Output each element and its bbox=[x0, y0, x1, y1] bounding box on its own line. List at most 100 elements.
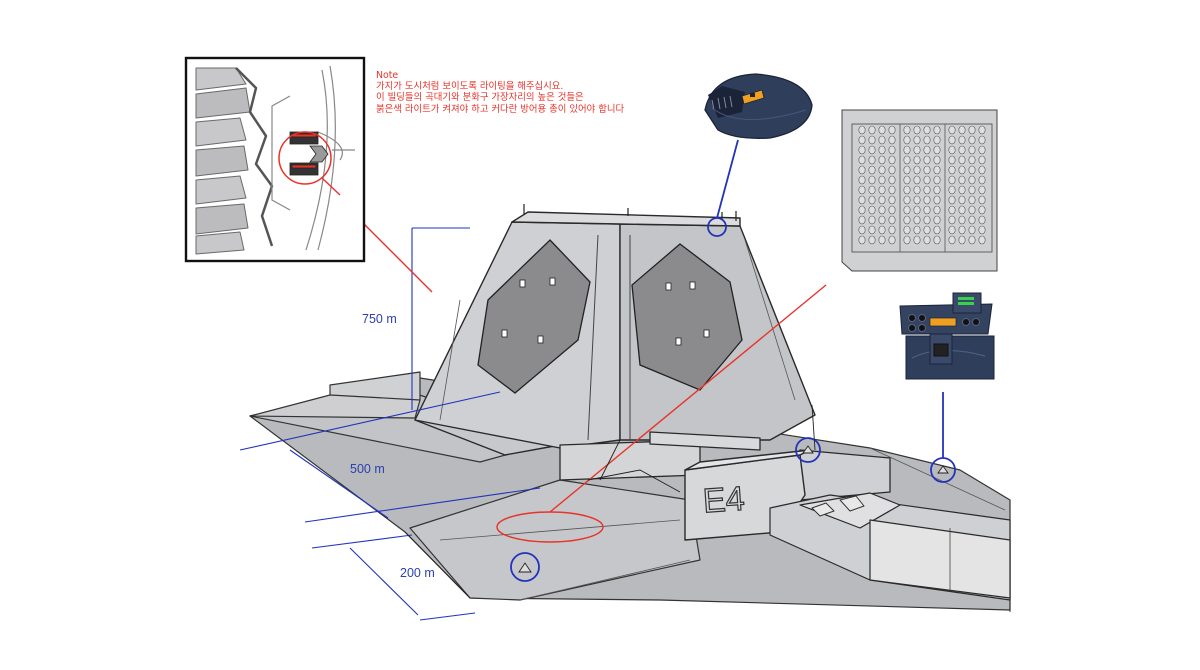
grid-window bbox=[868, 205, 876, 215]
grid-window bbox=[968, 175, 976, 185]
dimension-depth-label: 200 m bbox=[400, 566, 435, 580]
grid-window bbox=[878, 225, 886, 235]
grid-window bbox=[888, 205, 896, 215]
grid-window bbox=[858, 235, 866, 245]
note-annotation: Note 가지가 도시처럼 보이도록 라이팅을 해주십시요. 이 빌딩들의 곡대… bbox=[376, 70, 624, 115]
grid-window bbox=[913, 175, 921, 185]
grid-window bbox=[958, 125, 966, 135]
grid-window bbox=[923, 185, 931, 195]
grid-window bbox=[948, 145, 956, 155]
grid-window bbox=[933, 215, 941, 225]
grid-window bbox=[958, 195, 966, 205]
grid-window bbox=[933, 165, 941, 175]
grid-window bbox=[978, 205, 986, 215]
grid-window bbox=[913, 125, 921, 135]
grid-window bbox=[878, 215, 886, 225]
grid-window bbox=[888, 215, 896, 225]
grid-window bbox=[903, 225, 911, 235]
grid-window bbox=[933, 225, 941, 235]
grid-window bbox=[923, 125, 931, 135]
grid-window bbox=[978, 135, 986, 145]
grid-window bbox=[868, 195, 876, 205]
grid-window bbox=[868, 215, 876, 225]
grid-window bbox=[858, 175, 866, 185]
note-title: Note bbox=[376, 70, 399, 81]
red-annotations bbox=[319, 179, 827, 543]
grid-window bbox=[923, 215, 931, 225]
grid-window bbox=[968, 185, 976, 195]
grid-window bbox=[868, 125, 876, 135]
grid-window bbox=[978, 235, 986, 245]
grid-window bbox=[903, 235, 911, 245]
grid-window bbox=[968, 135, 976, 145]
grid-window bbox=[968, 155, 976, 165]
grid-window bbox=[968, 235, 976, 245]
grid-window bbox=[878, 155, 886, 165]
grid-window bbox=[888, 195, 896, 205]
grid-window bbox=[968, 205, 976, 215]
grid-window bbox=[903, 145, 911, 155]
callout-circle-turret-front bbox=[795, 437, 821, 463]
grid-window bbox=[868, 165, 876, 175]
inset-city-grid bbox=[841, 109, 998, 272]
grid-window bbox=[923, 165, 931, 175]
grid-window bbox=[933, 175, 941, 185]
grid-window bbox=[868, 155, 876, 165]
grid-window bbox=[888, 175, 896, 185]
grid-window bbox=[978, 185, 986, 195]
grid-window bbox=[948, 205, 956, 215]
grid-window bbox=[968, 225, 976, 235]
grid-window bbox=[913, 225, 921, 235]
inset-gun-turret bbox=[899, 292, 995, 380]
grid-window bbox=[923, 205, 931, 215]
grid-window bbox=[968, 195, 976, 205]
grid-window bbox=[958, 225, 966, 235]
inset-spine-detail bbox=[184, 56, 366, 263]
hex-panel-right bbox=[631, 243, 743, 391]
grid-window bbox=[948, 235, 956, 245]
grid-window bbox=[923, 225, 931, 235]
grid-window bbox=[933, 145, 941, 155]
dimension-width-label: 500 m bbox=[350, 462, 385, 476]
grid-window bbox=[903, 135, 911, 145]
grid-window bbox=[923, 235, 931, 245]
dimension-height-label: 750 m bbox=[362, 312, 397, 326]
grid-window bbox=[858, 125, 866, 135]
e4-marking: E4 bbox=[702, 480, 746, 521]
central-tower bbox=[414, 211, 816, 456]
grid-window bbox=[948, 215, 956, 225]
grid-window bbox=[903, 125, 911, 135]
inset-red-circle bbox=[278, 131, 332, 185]
grid-window bbox=[948, 195, 956, 205]
grid-window bbox=[858, 135, 866, 145]
grid-window bbox=[948, 135, 956, 145]
grid-window bbox=[903, 175, 911, 185]
grid-window bbox=[923, 195, 931, 205]
grid-window bbox=[933, 125, 941, 135]
grid-window bbox=[878, 125, 886, 135]
grid-window bbox=[978, 125, 986, 135]
grid-window bbox=[903, 195, 911, 205]
grid-window bbox=[878, 185, 886, 195]
grid-window bbox=[913, 215, 921, 225]
grid-window bbox=[868, 175, 876, 185]
grid-window bbox=[978, 145, 986, 155]
note-line-2: 이 빌딩들의 곡대기와 분화구 가장자리의 높은 것들은 bbox=[376, 92, 584, 104]
grid-window bbox=[948, 165, 956, 175]
grid-window bbox=[958, 145, 966, 155]
grid-window bbox=[878, 145, 886, 155]
grid-window bbox=[878, 195, 886, 205]
grid-window bbox=[888, 185, 896, 195]
grid-window bbox=[958, 185, 966, 195]
grid-window bbox=[978, 195, 986, 205]
note-line-1: 가지가 도시처럼 보이도록 라이팅을 해주십시요. bbox=[376, 81, 564, 93]
grid-window bbox=[933, 195, 941, 205]
grid-window bbox=[958, 175, 966, 185]
grid-windows bbox=[858, 125, 986, 245]
sketch-lines bbox=[404, 404, 1011, 612]
grid-window bbox=[933, 135, 941, 145]
grid-window bbox=[958, 205, 966, 215]
grid-window bbox=[968, 125, 976, 135]
grid-window bbox=[868, 225, 876, 235]
